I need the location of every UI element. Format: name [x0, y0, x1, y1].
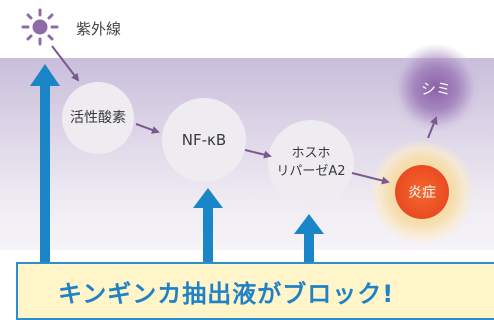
- sun-icon: [21, 8, 59, 46]
- ros-label: 活性酸素: [70, 109, 126, 126]
- nfkb-node: NF-κB: [162, 98, 246, 182]
- inflammation-label: 炎症: [408, 185, 436, 201]
- block-banner: キンギンカ抽出液がブロック!: [16, 262, 494, 320]
- nfkb-label: NF-κB: [181, 130, 227, 149]
- phospholipase-node: ホスホ リパーゼA2: [268, 120, 354, 206]
- inflammation-node: 炎症: [395, 165, 449, 219]
- arrow-uv-to-ros: [51, 45, 80, 82]
- phospholipase-label-line2: リパーゼA2: [276, 164, 346, 179]
- arrow-ros-to-nfkb: [135, 123, 160, 134]
- uv-label: 紫外線: [76, 20, 122, 38]
- phospholipase-label-line1: ホスホ: [291, 146, 331, 162]
- stain-label: シミ: [420, 80, 451, 98]
- ros-node: 活性酸素: [62, 82, 134, 154]
- block-arrow-pla2: [294, 214, 324, 264]
- arrow-nfkb-to-pla2: [244, 149, 272, 159]
- arrow-pla2-to-inflammation: [351, 172, 390, 185]
- arrow-inflammation-to-stain: [427, 116, 438, 139]
- block-arrow-nfkb: [193, 188, 223, 264]
- banner-text: キンギンカ抽出液がブロック!: [58, 279, 395, 308]
- block-arrow-uv: [30, 64, 60, 264]
